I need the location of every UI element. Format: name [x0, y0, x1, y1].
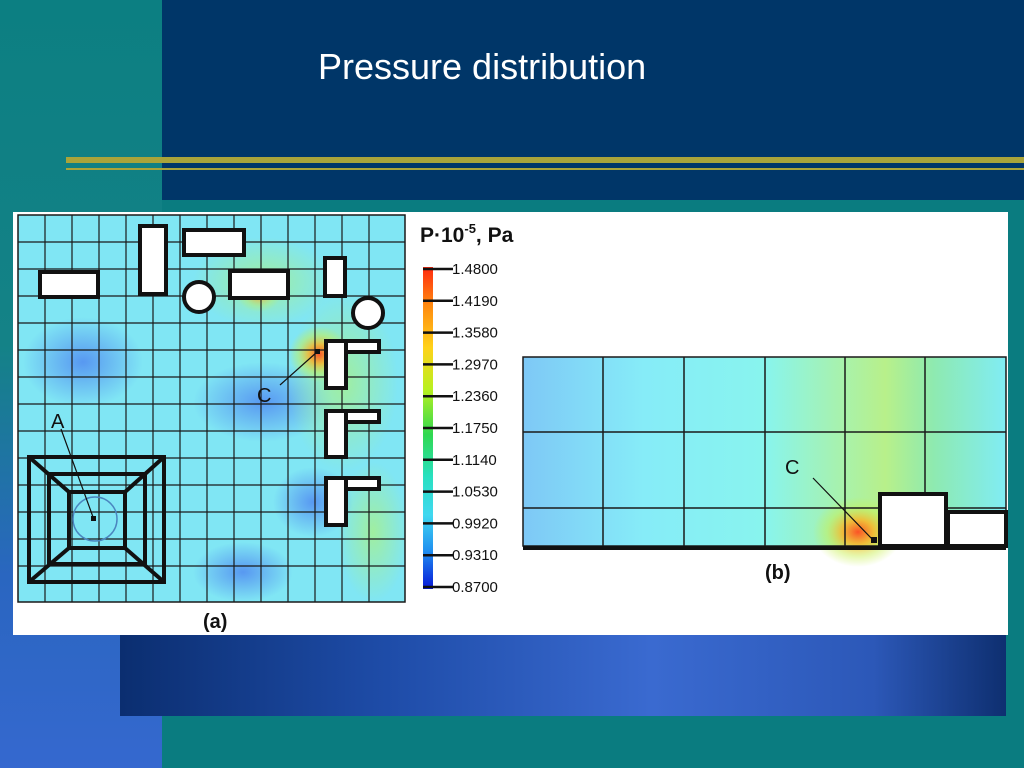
panel-a-caption: (a) — [203, 611, 227, 633]
title-panel — [162, 0, 1024, 200]
legend-tick-label: 1.4800 — [452, 261, 498, 278]
legend-tick-label: 0.9310 — [452, 547, 498, 564]
point-c-label-b: C — [785, 457, 799, 479]
legend-tick-label: 1.1140 — [452, 452, 497, 469]
divider-rule — [66, 157, 1024, 163]
legend-tick-label: 1.2970 — [452, 356, 498, 373]
divider-rule-thin — [66, 168, 1024, 170]
panel-a-field: A C — [17, 214, 408, 603]
legend-tick-label: 1.3580 — [452, 325, 498, 342]
legend-tick-label: 1.2360 — [452, 388, 498, 405]
legend-tick-label: 1.0530 — [452, 484, 498, 501]
slide-title: Pressure distribution — [318, 46, 647, 87]
pressure-figure: A C (a) P·10-5, Pa 1.4800 1.4190 1.3580 1.2… — [13, 212, 1008, 635]
pressure-legend: P·10-5, Pa 1.4800 1.4190 1.3580 1.2970 1.236… — [420, 221, 514, 596]
panel-b-caption: (b) — [765, 562, 791, 584]
panel-b-field: C — [522, 356, 1008, 567]
legend-tick-label: 0.8700 — [452, 579, 498, 596]
point-c-label-a: C — [257, 385, 271, 407]
legend-tick-label: 1.4190 — [452, 293, 498, 310]
legend-title: P·10-5, Pa — [420, 221, 514, 247]
point-a-label: A — [51, 411, 65, 433]
bottom-accent-bar — [120, 632, 1006, 716]
legend-tick-label: 1.1750 — [452, 420, 498, 437]
legend-tick-label: 0.9920 — [452, 515, 498, 532]
